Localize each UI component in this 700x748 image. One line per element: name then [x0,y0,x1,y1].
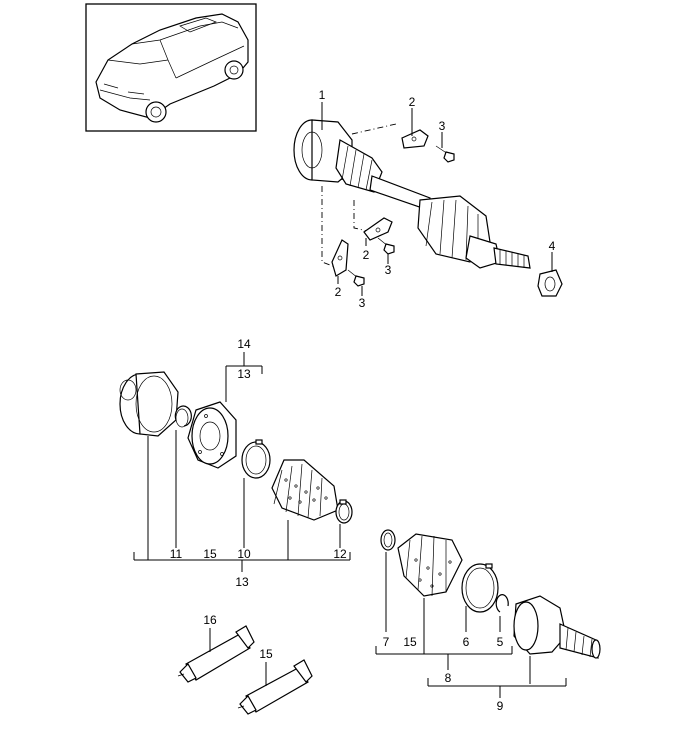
callout-15-outer: 15 [403,635,417,649]
leader-lines-top [321,102,553,296]
cover-cap[interactable] [119,371,179,437]
callout-8: 8 [445,671,452,685]
callout-13-bottom: 13 [235,575,249,589]
callout-4: 4 [549,239,556,253]
callout-10: 10 [237,547,251,561]
bolt-part-3-top[interactable] [435,145,455,163]
callout-3-low: 3 [359,296,366,310]
clamp-part-7[interactable] [380,529,396,551]
leader-lines-outer-kit [375,552,567,698]
bracket-part-2-mid[interactable] [363,217,393,241]
callout-12: 12 [333,547,347,561]
outer-joint-kit[interactable] [380,529,601,659]
clamp-part-12[interactable] [335,499,353,524]
callout-7: 7 [383,635,390,649]
boot-part-15[interactable] [271,459,339,521]
callout-13-top: 13 [237,367,251,381]
callout-5: 5 [497,635,504,649]
callout-15-inner: 15 [203,547,217,561]
clamp-part-10[interactable] [241,439,271,479]
bracket-part-2-low[interactable] [331,239,349,277]
callout-16: 16 [203,613,217,627]
callout-3-top: 3 [439,119,446,133]
callout-15-tube: 15 [259,647,273,661]
inner-joint-kit[interactable] [119,371,353,524]
callout-labels: 1 2 3 2 3 2 3 4 14 13 11 15 10 12 13 7 1… [170,88,556,713]
clamp-part-6[interactable] [461,563,499,613]
outer-joint-part-9[interactable] [513,595,601,659]
bolt-part-3-low[interactable] [347,269,365,287]
callout-11: 11 [170,547,183,561]
callout-2-top: 2 [409,95,416,109]
drive-shaft-assembly[interactable] [293,119,531,269]
callout-1: 1 [319,88,326,102]
callout-14: 14 [237,337,251,351]
boot-part-15-outer[interactable] [397,533,463,597]
joint-body[interactable] [187,401,237,469]
circlip-part-5[interactable] [495,594,509,613]
grease-tube-part-16[interactable] [177,625,255,683]
callout-6: 6 [463,635,470,649]
callout-9: 9 [497,699,504,713]
callout-2-mid: 2 [363,248,370,262]
leader-lines-inner-kit [133,352,351,572]
bracket-part-2-top[interactable] [401,129,429,149]
bolt-part-3-mid[interactable] [377,237,395,255]
circlip-part-11[interactable] [174,405,192,428]
callout-3-mid: 3 [385,263,392,277]
nut-part-4[interactable] [537,269,563,297]
car-icon [95,13,249,123]
grease-tube-part-15[interactable] [237,659,313,715]
vehicle-thumbnail[interactable] [85,3,257,132]
callout-2-low: 2 [335,285,342,299]
